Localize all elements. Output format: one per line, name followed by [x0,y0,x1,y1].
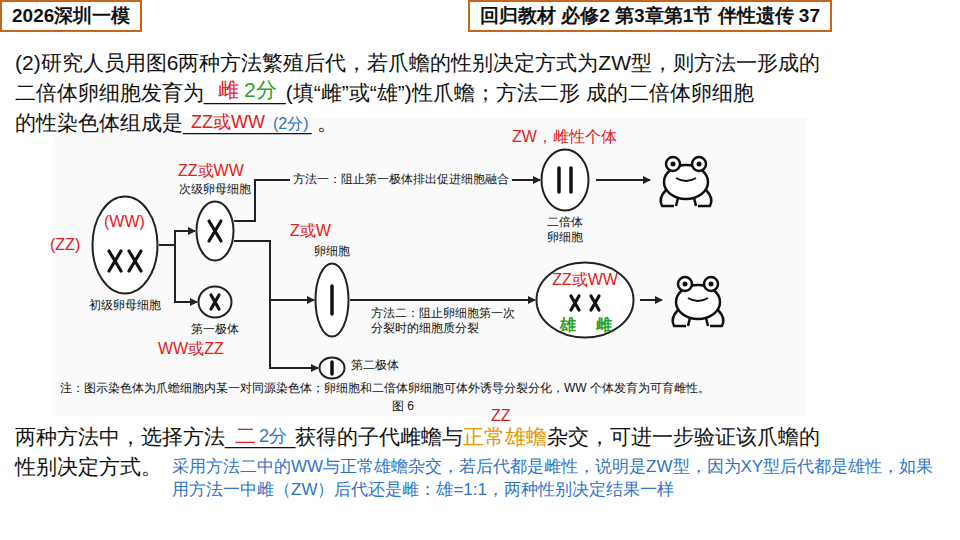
chromosome [330,286,334,314]
question-line: 性别决定方式。 [15,452,162,482]
text-label: 采用方法二中的WW与正常雄蟾杂交，若后代都是雌性，说明是ZW型，因为XY型后代都… [172,455,942,501]
cell-membrane [199,287,232,318]
cell-outline [318,356,346,380]
text-label: 雌 [218,75,239,105]
text-label: 2分 [244,75,277,105]
cell-label: 第二极体 [351,358,399,373]
frog-figure [673,277,724,326]
text-label: 2026深圳一模 [0,0,142,32]
chromosome [569,168,573,192]
chromosome [591,296,599,310]
edge-label: 方法二：阻止卵细胞第一次分裂时的细胞质分裂 [368,306,524,336]
cell-label: ZZ或WW [552,271,618,289]
text-label: WW或ZZ [158,340,224,358]
chromosome [557,168,561,192]
chromosome [129,251,141,271]
text-label: ZW，雌性个体 [512,128,617,146]
cell: 第一极体 [197,285,233,319]
cell: ZZ或WW [535,261,635,339]
chromosome [330,362,334,374]
connector-arrow [234,241,314,300]
cell-label: 初级卵母细胞 [89,298,161,313]
text-label: ZZ或WW [178,162,244,180]
text-label: 性别决定方式。 [15,455,162,478]
cell-outline [314,262,350,338]
text-label: Z或W [290,222,331,240]
text-label: (2分) [273,109,309,139]
cell: 第二极体 [318,356,346,380]
cell: 二倍体 卵细胞 [540,148,590,212]
text-label: 雄 [560,316,576,334]
chromosome [211,295,219,309]
cell-outline [195,200,235,262]
develop-arrow [640,299,662,301]
text-label: (ZZ) [50,236,80,254]
cell-outline [91,195,159,295]
figure-ground [52,118,807,416]
connector-arrow [234,241,318,368]
cell-membrane [316,264,349,337]
cell-membrane [542,150,589,211]
cell-label: 二倍体 卵细胞 [545,215,585,245]
frog-figure [661,157,712,206]
text-label: (填“雌”或“雄”)性爪蟾；方法二形 成的二倍体卵细胞 [286,81,754,104]
connector-arrow [159,231,195,245]
text-label: 正常雄蟾ZZ [463,425,547,448]
cell-membrane [197,202,234,261]
connector-arrow [350,299,535,301]
cell-label: 次级卵母细胞 [179,182,251,197]
text-label: 注：图示染色体为爪蟾细胞内某一对同源染色体；卵细胞和二倍体卵细胞可体外诱导分裂分… [60,381,710,395]
cell-label: 第一极体 [191,322,239,337]
question-line: (2)研究人员用图6两种方法繁殖后代，若爪蟾的性别决定方式为ZW型，则方法一形成… [15,48,820,78]
text-label: 2分 [259,419,287,453]
text-label: ZZ或WW [191,107,265,137]
cell-membrane [320,358,345,379]
chromosome [209,221,221,241]
text-label: ______二2分 [225,425,295,448]
cell: 初级卵母细胞 [91,195,159,295]
question-line: 两种方法中，选择方法______二2分获得的子代雌蟾与正常雄蟾ZZ杂交，可进一步… [15,420,820,454]
edge-label: 方法一：阻止第一极体排出促进细胞融合 [290,172,512,187]
text-label: 回归教材 必修2 第3章第1节 伴性遗传 37 [468,0,832,32]
text-label: (2)研究人员用图6两种方法繁殖后代，若爪蟾的性别决定方式为ZW型，则方法一形成… [15,51,820,74]
text-label: 的性染色体组成是 [15,111,183,134]
text-label: (WW) [104,213,145,231]
cell: 卵细胞 [314,262,350,338]
text-label: ___________ZZ或WW(2分) [183,111,311,134]
text-label: 杂交，可进一步验证该爪蟾的 [547,425,820,448]
cell: 次级卵母细胞 [195,200,235,262]
text-label: 二倍体卵细胞发育为 [15,81,204,104]
text-label: _______雌2分 [204,81,286,104]
text-label: 获得的子代雌蟾与 [295,425,463,448]
text-label: 两种方法中，选择方法 [15,425,225,448]
text-label: ZZ [491,407,511,425]
cell-outline [540,148,590,212]
text-label: 图 6 [392,399,414,413]
question-line: 二倍体卵细胞发育为_______雌2分(填“雌”或“雄”)性爪蟾；方法二形 成的… [15,78,754,108]
cell-label: 卵细胞 [314,244,350,259]
cell-membrane [537,263,634,338]
cell-outline [197,285,233,319]
text-label: 二 [235,419,256,453]
text-label: 雌 [596,316,612,334]
develop-arrow [596,179,650,181]
connector-arrow [159,245,197,302]
cell-membrane [93,197,158,294]
chromosome [109,251,121,271]
text-label: 。 [317,111,338,134]
chromosome [571,296,579,310]
question-line: 的性染色体组成是___________ZZ或WW(2分) 。 [15,108,338,138]
